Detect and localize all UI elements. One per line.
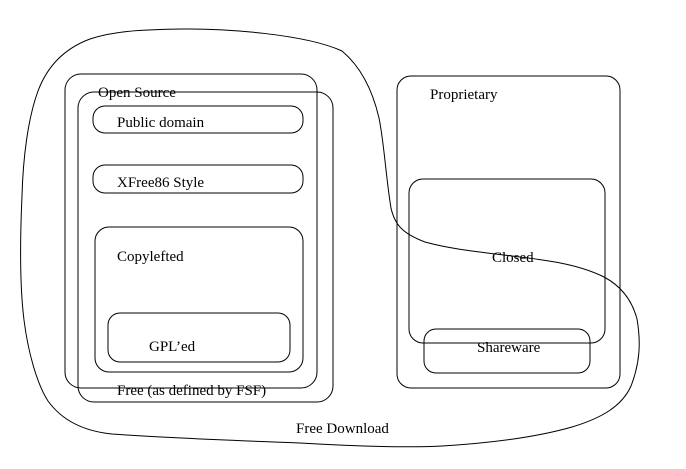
- closed-label: Closed: [492, 250, 534, 266]
- free-fsf-box: [77, 91, 334, 403]
- closed-box: [408, 178, 606, 344]
- free-download-label: Free Download: [296, 421, 389, 437]
- proprietary-box: [396, 75, 621, 389]
- proprietary-label: Proprietary: [430, 87, 498, 103]
- free-fsf-label: Free (as defined by FSF): [117, 383, 266, 399]
- shareware-label: Shareware: [477, 340, 541, 356]
- copylefted-label: Copylefted: [117, 249, 184, 265]
- gpled-box: [107, 312, 291, 363]
- public-domain-label: Public domain: [117, 115, 205, 131]
- gpled-label: GPL’ed: [149, 339, 196, 355]
- public-domain-box: [92, 105, 304, 134]
- shareware-box: [423, 328, 591, 374]
- xfree86-style-label: XFree86 Style: [117, 175, 204, 191]
- open-source-label: Open Source: [98, 85, 176, 101]
- free-download-blob: [20, 28, 640, 448]
- copylefted-box: [94, 226, 304, 373]
- open-source-box: [64, 73, 318, 389]
- xfree86-style-box: [92, 164, 304, 194]
